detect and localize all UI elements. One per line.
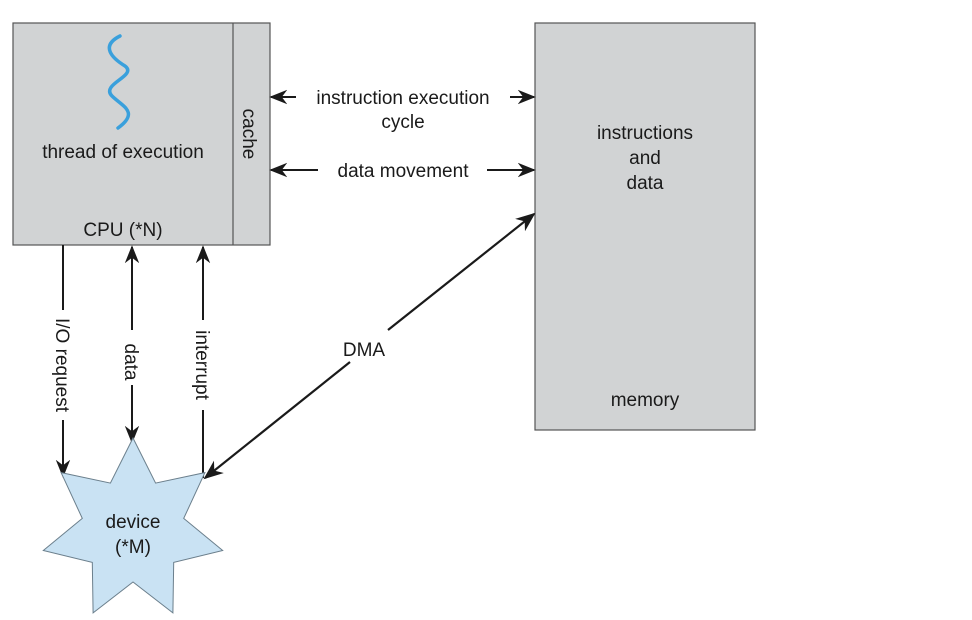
device-label-line-1: device xyxy=(106,512,161,533)
data-movement-label: data movement xyxy=(338,161,470,182)
data-label: data xyxy=(120,344,141,381)
memory-content-line-1: instructions xyxy=(597,123,693,144)
interrupt-connection: interrupt xyxy=(191,245,212,478)
cpu-label: CPU (*N) xyxy=(83,220,162,241)
data-movement-connection: data movement xyxy=(269,161,536,182)
cpu-block: thread of execution CPU (*N) cache xyxy=(12,22,271,246)
data-connection: data xyxy=(120,245,141,444)
io-request-label: I/O request xyxy=(51,318,72,413)
instruction-cycle-label-2: cycle xyxy=(381,112,424,133)
memory-box xyxy=(534,22,756,431)
dma-arrow-device xyxy=(203,361,351,480)
dma-label: DMA xyxy=(343,340,386,361)
dma-arrow-memory xyxy=(387,212,536,331)
cache-label: cache xyxy=(238,109,259,160)
memory-label: memory xyxy=(611,390,680,411)
thread-wave-icon xyxy=(107,34,131,130)
device-block: device (*M) xyxy=(42,436,224,614)
device-star xyxy=(42,436,224,614)
io-request-connection: I/O request xyxy=(51,245,72,478)
instruction-cycle-label-1: instruction execution xyxy=(316,88,489,109)
device-label-line-2: (*M) xyxy=(115,537,151,558)
memory-content-line-2: and xyxy=(629,148,661,169)
dma-connection: DMA xyxy=(203,212,536,480)
memory-content-line-3: data xyxy=(627,173,664,194)
memory-block: instructions and data memory xyxy=(534,22,756,431)
instruction-cycle-connection: instruction execution cycle xyxy=(269,88,536,133)
cpu-box xyxy=(12,22,271,246)
thread-label: thread of execution xyxy=(42,142,204,163)
interrupt-label: interrupt xyxy=(191,330,212,400)
